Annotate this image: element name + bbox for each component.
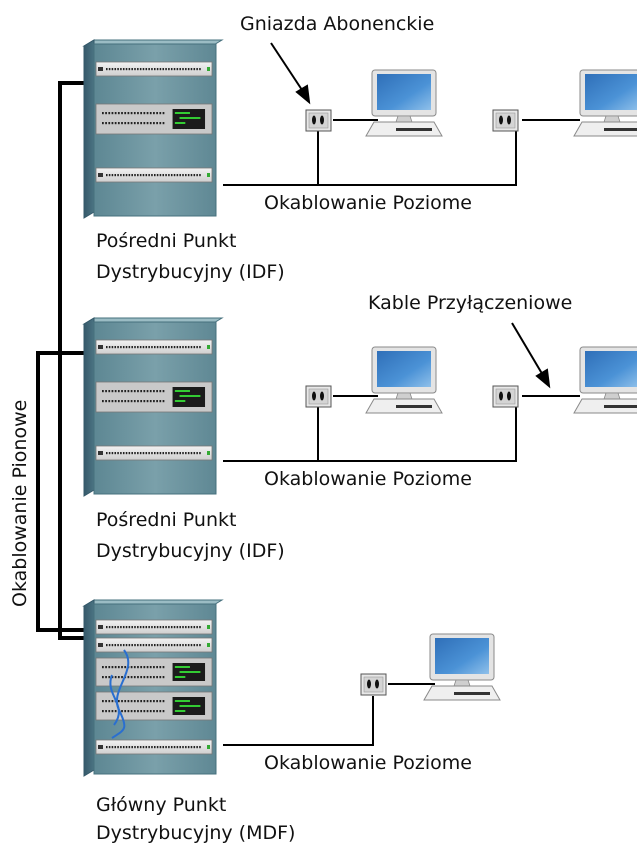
- idf-top-label-line2: Dystrybucyjny (IDF): [96, 261, 285, 283]
- idf-mid-label-line1: Pośredni Punkt: [96, 509, 237, 531]
- horizontal-cabling-label-bottom: Okablowanie Poziome: [264, 752, 472, 774]
- wall-outlet-icon: [492, 385, 519, 408]
- wall-outlet-icon: [360, 673, 387, 696]
- outlets-callout-label: Gniazda Abonenckie: [240, 13, 435, 35]
- backbone-cabling: [36, 81, 95, 640]
- idf-rack-cabinet-icon: [82, 317, 224, 497]
- computer-icon: [365, 346, 443, 414]
- mdf-rack-cabinet-icon: [82, 599, 224, 777]
- wall-outlet-icon: [492, 109, 519, 132]
- mdf-label-line2: Dystrybucyjny (MDF): [96, 822, 296, 844]
- mdf-label-line1: Główny Punkt: [96, 794, 227, 816]
- arrow-icon: [270, 42, 311, 105]
- horizontal-cabling-label-top: Okablowanie Poziome: [264, 192, 472, 214]
- backbone-cabling-label: Okablowanie Pionowe: [9, 399, 31, 607]
- computer-icon: [573, 346, 637, 414]
- idf-rack-cabinet-icon: [82, 39, 224, 219]
- horizontal-cabling: [223, 119, 580, 746]
- horizontal-cabling-label-mid: Okablowanie Poziome: [264, 468, 472, 490]
- idf-mid-label-line2: Dystrybucyjny (IDF): [96, 540, 285, 562]
- wall-outlet-icon: [305, 109, 332, 132]
- idf-top-label-line1: Pośredni Punkt: [96, 230, 237, 252]
- arrow-icon: [511, 322, 551, 389]
- computer-icon: [423, 633, 501, 701]
- computer-icon: [573, 69, 637, 137]
- patch-cables-callout-label: Kable Przyłączeniowe: [368, 292, 573, 314]
- computer-icon: [365, 69, 443, 137]
- wall-outlet-icon: [305, 385, 332, 408]
